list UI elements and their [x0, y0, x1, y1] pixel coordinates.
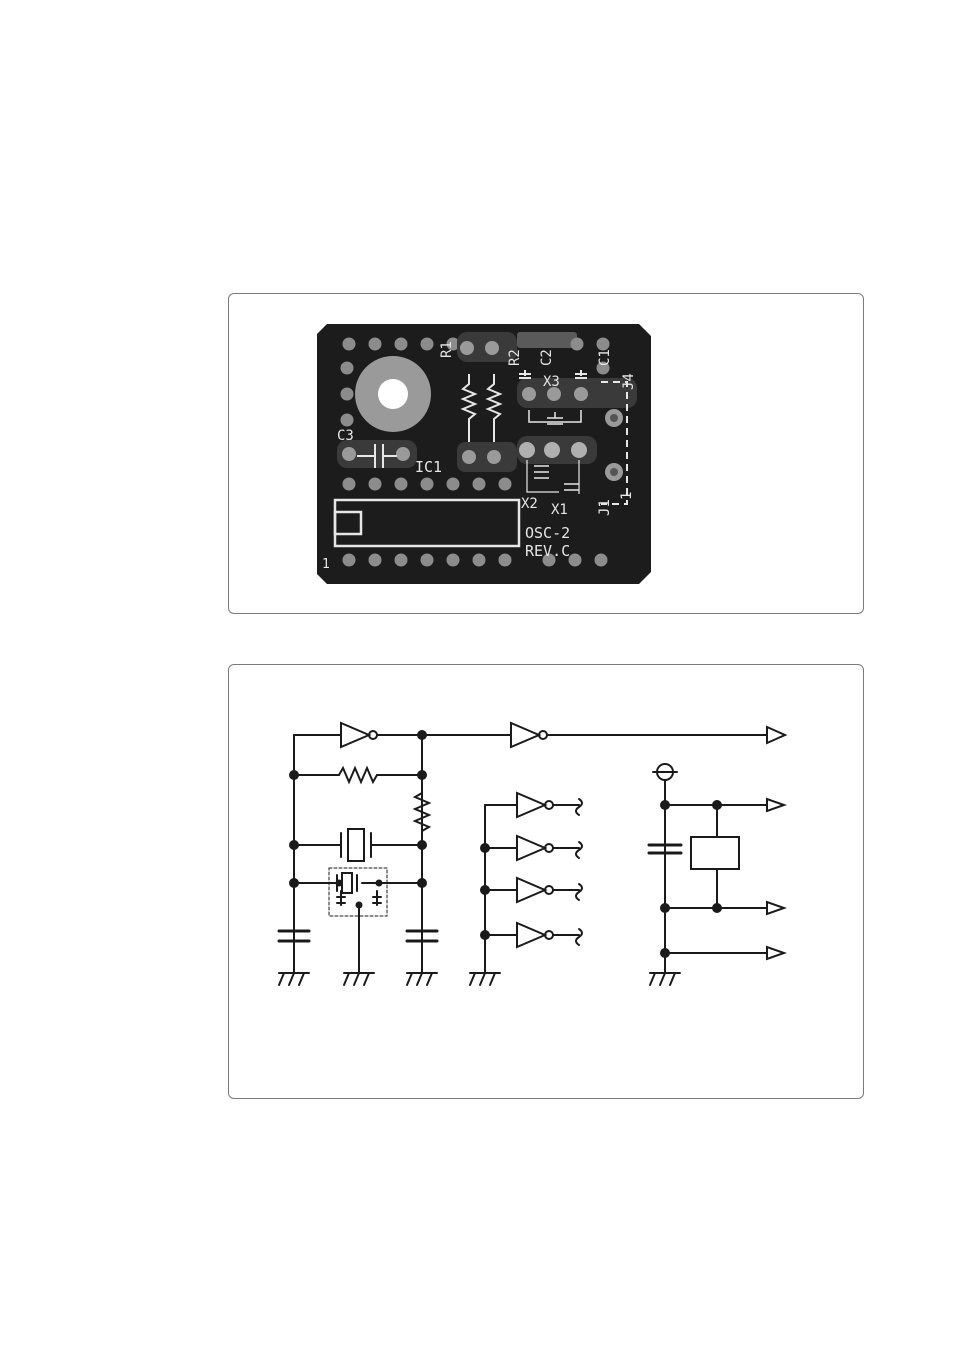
label-revision: REV.C: [525, 542, 570, 560]
pcb-photo-panel: R1 R2 C2 C1 J4 J1 1 X3 C3 IC1 X2 X1 OSC-…: [228, 293, 864, 614]
label-ic1: IC1: [415, 458, 442, 476]
capacitor-c3-footprint: [337, 440, 417, 468]
output-buffer: [511, 723, 785, 747]
label-j4: J4: [621, 373, 637, 390]
label-x2: X2: [521, 496, 538, 512]
oscillator-circuit: [279, 723, 511, 985]
mounting-hole: [355, 356, 431, 432]
left-pad-column: [341, 362, 354, 427]
label-x3: X3: [543, 374, 560, 390]
label-ic-pin1: 1: [322, 557, 330, 572]
label-j1: J1: [597, 499, 613, 516]
oscillator-schematic: [229, 665, 865, 1100]
label-r1: R1: [439, 341, 455, 358]
schematic-panel: [228, 664, 864, 1099]
label-c2: C2: [539, 349, 555, 366]
label-c1: C1: [597, 349, 613, 366]
label-board-name: OSC-2: [525, 524, 570, 542]
label-x1: X1: [551, 502, 568, 518]
label-c3: C3: [337, 428, 354, 444]
pcb-board-illustration: R1 R2 C2 C1 J4 J1 1 X3 C3 IC1 X2 X1 OSC-…: [229, 294, 865, 615]
label-r2: R2: [507, 349, 523, 366]
label-jumper-pin1: 1: [619, 492, 635, 500]
